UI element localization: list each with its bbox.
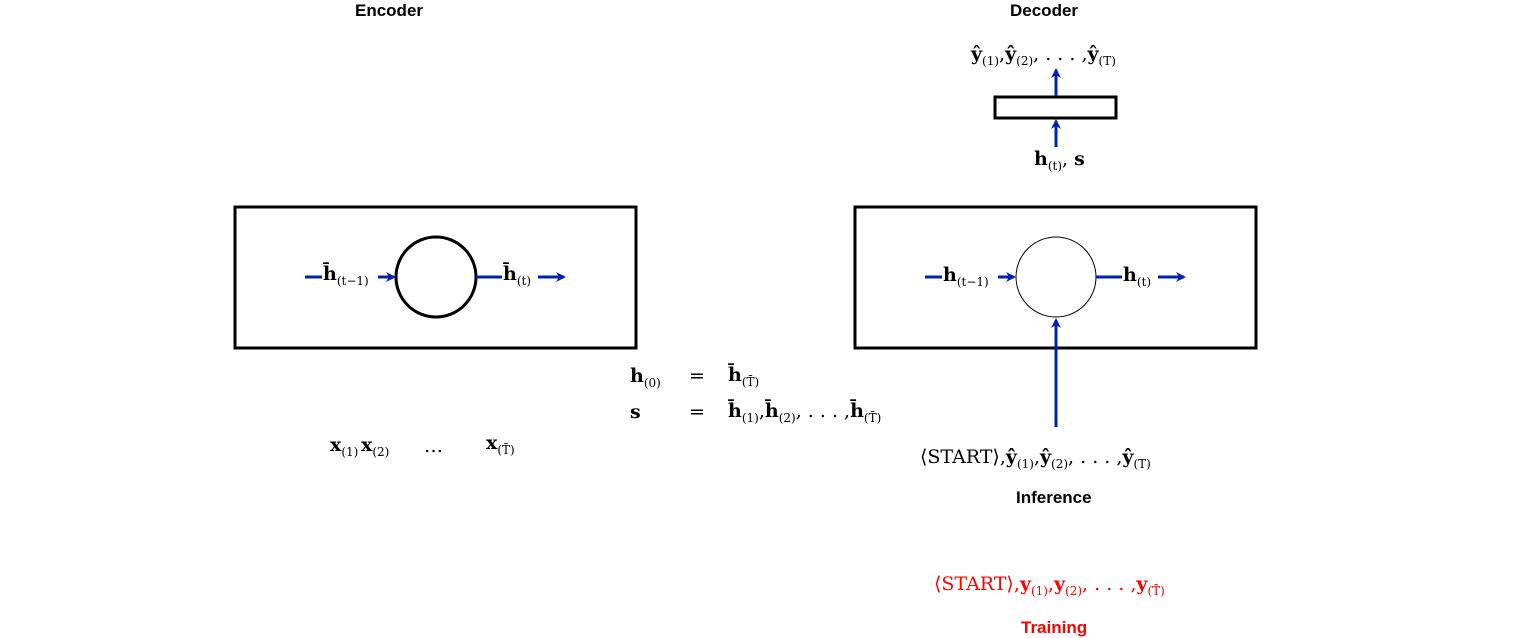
- equation-h0-lhs: h(0): [630, 365, 661, 390]
- equation-h0-rhs: h̄(T̄): [728, 364, 760, 389]
- decoder-next-state-label: h(t): [1123, 264, 1152, 289]
- equation-s-op: =: [689, 401, 705, 423]
- encoder-box: [233, 205, 638, 350]
- decoder-prev-state-label: h(t−1): [943, 264, 989, 289]
- encoder-input-ellipsis: …: [424, 435, 443, 457]
- encoder-title: Encoder: [355, 1, 424, 20]
- encoder-input-x1: x(1): [330, 434, 359, 459]
- output-layer-box: [993, 95, 1118, 120]
- decoder-rnn-node: [1015, 236, 1097, 318]
- equation-h0-op: =: [689, 365, 705, 387]
- equation-s-rhs: h̄(1),h̄(2), . . . ,h̄(T̄): [728, 400, 882, 425]
- inference-label: Inference: [1016, 488, 1092, 507]
- training-input-sequence: ⟨START⟩,y(1),y(2), . . . ,y(T̄): [934, 573, 1165, 598]
- decoder-title: Decoder: [1010, 1, 1079, 20]
- inference-input-sequence: ⟨START⟩,ŷ(1),ŷ(2), . . . ,ŷ(T): [920, 446, 1151, 471]
- training-label: Training: [1021, 618, 1088, 637]
- encoder-input-xT: x(T̄): [486, 432, 515, 457]
- equation-s-lhs: s: [630, 401, 641, 423]
- decoder-output-sequence: ŷ(1),ŷ(2), . . . ,ŷ(T): [971, 43, 1116, 68]
- encoder-rnn-node: [394, 235, 478, 319]
- encoder-input-x2: x(2): [361, 434, 390, 459]
- encoder-next-state-label: h̄(t): [503, 263, 532, 288]
- encoder-prev-state-label: h̄(t−1): [323, 263, 369, 288]
- decoder-condition-inputs: h(t), s: [1034, 148, 1085, 173]
